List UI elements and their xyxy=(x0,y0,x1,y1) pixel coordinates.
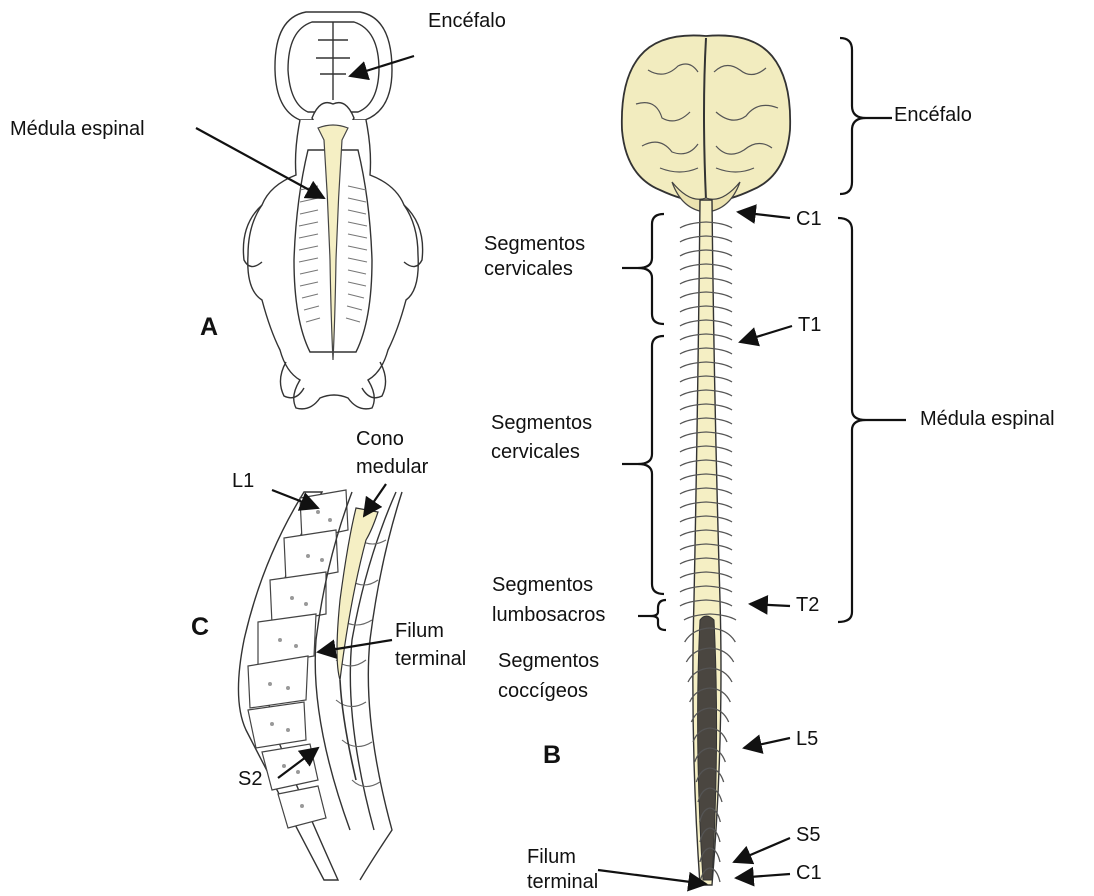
label-encefalo-b: Encéfalo xyxy=(894,104,972,127)
label-cono-line2: medular xyxy=(356,456,428,479)
level-l5: L5 xyxy=(796,728,818,751)
label-filum-c-line1: Filum xyxy=(395,620,444,643)
level-c1-bottom: C1 xyxy=(796,862,822,885)
label-thoracic-line2: cervicales xyxy=(491,441,580,464)
label-cono-line1: Cono xyxy=(356,428,404,451)
panel-letter-a: A xyxy=(200,316,218,339)
level-s5: S5 xyxy=(796,824,820,847)
lumbosacral-brace xyxy=(650,600,666,630)
panel-letter-b: B xyxy=(543,744,561,767)
thoracic-brace xyxy=(638,336,664,594)
label-filum-b-line2: terminal xyxy=(527,871,598,894)
label-lumbosacral-line2: lumbosacros xyxy=(492,604,605,627)
label-filum-b-line1: Filum xyxy=(527,846,576,869)
label-s2: S2 xyxy=(238,768,262,791)
label-thoracic-line1: Segmentos xyxy=(491,412,592,435)
brain-drawing xyxy=(622,35,790,212)
label-coccygeal-line2: coccígeos xyxy=(498,680,588,703)
label-l1: L1 xyxy=(232,470,254,493)
vertebral-column-drawing xyxy=(238,490,402,880)
label-cervical-line1: Segmentos xyxy=(484,233,585,256)
spinal-cord-brace xyxy=(838,218,866,622)
label-coccygeal-line1: Segmentos xyxy=(498,650,599,673)
label-medula-espinal-b: Médula espinal xyxy=(920,408,1055,431)
label-cervical-line2: cervicales xyxy=(484,258,573,281)
label-filum-c-line2: terminal xyxy=(395,648,466,671)
panel-letter-c: C xyxy=(191,616,209,639)
brain-brace xyxy=(840,38,866,194)
label-lumbosacral-line1: Segmentos xyxy=(492,574,593,597)
level-c1-top: C1 xyxy=(796,208,822,231)
label-medula-espinal-a: Médula espinal xyxy=(10,118,145,141)
level-t2: T2 xyxy=(796,594,819,617)
conus-medullaris xyxy=(337,508,378,680)
cervical-brace xyxy=(638,214,664,324)
label-encefalo-a: Encéfalo xyxy=(428,10,506,33)
vertebra-s2 xyxy=(262,744,318,790)
level-t1: T1 xyxy=(798,314,821,337)
